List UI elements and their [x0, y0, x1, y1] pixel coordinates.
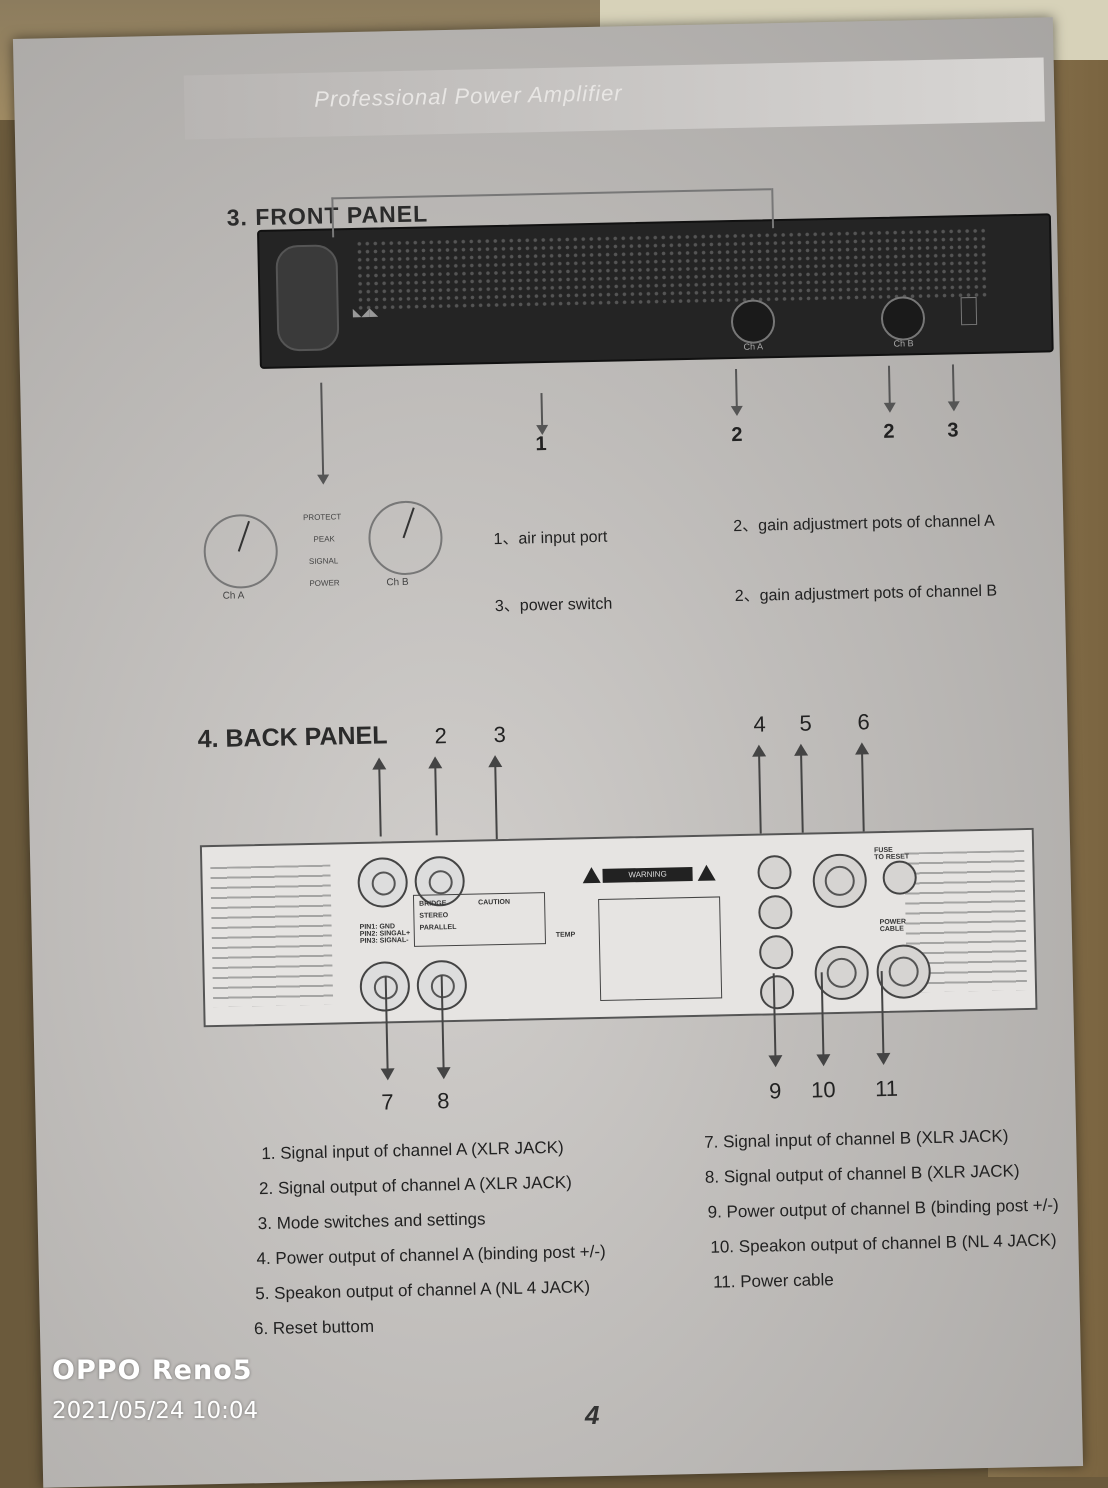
mode-bridge: BRIDGE [419, 900, 447, 908]
handle-icon [275, 244, 340, 352]
temp-label: TEMP [555, 931, 576, 939]
callout-top-2: 2 [434, 723, 448, 749]
desc-air-input: 1、air input port [493, 528, 608, 549]
callout-top-5: 5 [799, 710, 812, 736]
callout-9: 9 [768, 1078, 782, 1104]
part-item-9: 9. Power output of channel B (binding po… [707, 1195, 1059, 1222]
part-item-1: 1. Signal input of channel A (XLR JACK) [261, 1137, 564, 1164]
indicator-signal: SIGNAL [308, 556, 339, 566]
bracket-right [771, 188, 775, 229]
knob-a-icon [730, 299, 776, 345]
callout-top-3: 3 [493, 721, 507, 748]
arrow-up-1 [378, 761, 382, 837]
arrow-2b [887, 365, 891, 411]
part-item-10: 10. Speakon output of channel B (NL 4 JA… [710, 1230, 1057, 1257]
arrow-1 [540, 393, 544, 434]
indicator-protect: PROTECT [302, 512, 342, 523]
gain-knob-b-icon [367, 500, 444, 576]
fuse-label: FUSE TO RESET [874, 846, 910, 862]
part-item-11: 11. Power cable [712, 1270, 834, 1292]
manual-page: Professional Power Amplifier 3. FRONT PA… [12, 17, 1084, 1488]
camera-timestamp-watermark: 2021/05/24 10:04 [52, 1398, 259, 1424]
speakon-a-icon [812, 853, 868, 909]
callout-11: 11 [874, 1075, 899, 1102]
callout-10: 10 [810, 1077, 836, 1103]
knob-b-icon [880, 296, 926, 341]
back-panel-title: 4. BACK PANEL [197, 721, 388, 754]
back-panel-diagram: PIN1: GND PIN2: SINGAL+ PIN3: SIGNAL- BR… [199, 827, 1038, 1028]
xlr-input-a-icon [357, 856, 409, 909]
desc-gain-b: 2、gain adjustmert pots of channel B [734, 582, 998, 606]
arrow-detail [320, 382, 325, 483]
part-item-7: 7. Signal input of channel B (XLR JACK) [703, 1126, 1009, 1152]
arrow-up-4 [757, 748, 762, 834]
amplifier-front-image: ◣◢◣ Ch A Ch B [256, 213, 1054, 369]
page-number: 4 [585, 1400, 600, 1430]
arrow-up-2 [434, 760, 438, 836]
arrow-3 [951, 364, 955, 410]
callout-top-4: 4 [753, 711, 766, 737]
part-item-4: 4. Power output of channel A (binding po… [256, 1241, 606, 1269]
camera-device-watermark: OPPO Reno5 [52, 1355, 253, 1386]
detail-ch-a-label: Ch A [222, 590, 245, 602]
callout-3: 3 [947, 419, 959, 442]
indicator-peak: PEAK [313, 534, 335, 544]
gain-knob-a-icon [202, 513, 279, 590]
part-item-2: 2. Signal output of channel A (XLR JACK) [258, 1172, 573, 1199]
desc-gain-a: 2、gain adjustmert pots of channel A [733, 512, 995, 536]
callout-1: 1 [535, 432, 547, 456]
left-vents [210, 864, 334, 1008]
detail-ch-b-label: Ch B [386, 576, 409, 589]
callout-top-6: 6 [857, 709, 870, 735]
callout-2a: 2 [731, 423, 743, 447]
callout-2b: 2 [883, 420, 895, 443]
part-item-6: 6. Reset buttom [253, 1316, 375, 1339]
part-item-5: 5. Speakon output of channel A (NL 4 JAC… [255, 1277, 591, 1304]
desc-power-switch: 3、power switch [494, 595, 613, 616]
pin-labels: PIN1: GND PIN2: SINGAL+ PIN3: SIGNAL- [359, 923, 411, 945]
amp-logo: ◣◢◣ [352, 306, 379, 319]
callout-7: 7 [381, 1089, 394, 1115]
circuit-box [598, 896, 723, 1001]
power-switch-icon [960, 296, 978, 326]
part-item-3: 3. Mode switches and settings [257, 1209, 486, 1234]
amp-ch-a-label: Ch A [743, 341, 764, 352]
warning-triangle-icon [697, 864, 716, 881]
callout-8: 8 [437, 1088, 450, 1114]
grille-pattern [355, 226, 987, 310]
mode-stereo: STEREO [419, 912, 449, 920]
binding-post-a-icon [757, 854, 792, 890]
bracket-line [331, 188, 772, 200]
indicator-power: POWER [309, 578, 340, 588]
caution-label: CAUTION [478, 898, 511, 907]
binding-post-b-icon [758, 934, 794, 970]
mode-parallel: PARALLEL [419, 923, 457, 932]
arrow-2a [735, 368, 738, 414]
binding-post-a2-icon [758, 894, 793, 930]
amp-ch-b-label: Ch B [893, 338, 914, 349]
binding-post-b2-icon [759, 974, 795, 1010]
warning-triangle-icon [582, 866, 601, 884]
part-item-8: 8. Signal output of channel B (XLR JACK) [704, 1161, 1020, 1187]
warning-label: WARNING [602, 867, 693, 883]
power-cable-label: POWER CABLE [879, 918, 907, 934]
